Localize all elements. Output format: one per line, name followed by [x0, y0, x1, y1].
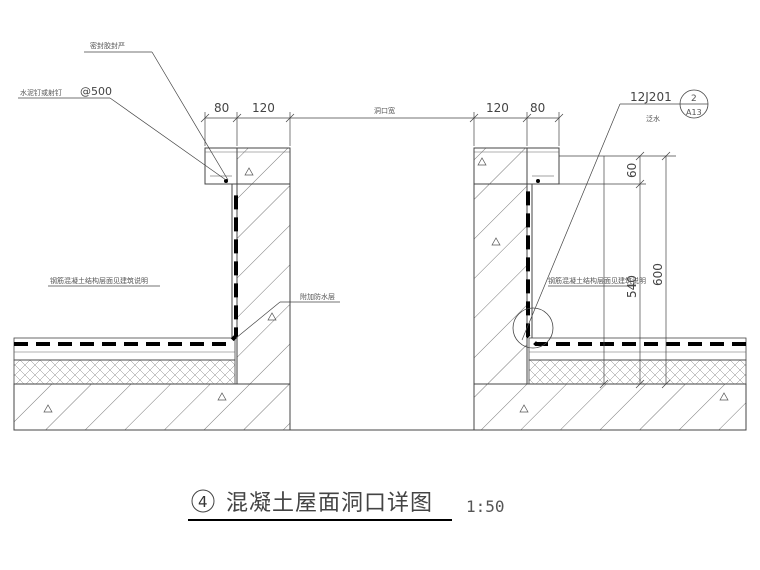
- opening: [289, 148, 475, 431]
- dim-height-540: 540: [625, 275, 639, 298]
- label-left-note: 钢筋混凝土结构层面见建筑说明: [50, 276, 148, 285]
- label-sealant: 密封胶封严: [90, 41, 125, 50]
- reference-symbol: [521, 89, 709, 341]
- leader-lines: [18, 51, 636, 339]
- title-block: 4 混凝土屋面洞口详图 1:50: [188, 489, 505, 521]
- dim-height-60: 60: [625, 163, 639, 178]
- label-extra-waterproof: 附加防水层: [300, 292, 335, 301]
- right-dimension-lines: [559, 151, 676, 389]
- label-right-note: 钢筋混凝土结构层面见建筑说明: [548, 276, 646, 285]
- drawing-title: 混凝土屋面洞口详图: [226, 491, 433, 516]
- dim-right-80: 80: [530, 101, 545, 115]
- title-number: 4: [198, 493, 208, 511]
- dim-left-120: 120: [252, 101, 275, 115]
- ref-code: 12J201: [630, 90, 672, 104]
- dim-left-80: 80: [214, 101, 229, 115]
- label-nail: 水泥钉或射钉: [20, 88, 62, 97]
- dim-height-600: 600: [651, 263, 665, 286]
- label-nail-spacing: @500: [80, 85, 112, 98]
- dim-opening-width: 洞口宽: [374, 106, 395, 115]
- ref-desc: 泛水: [646, 114, 660, 123]
- drawing-scale: 1:50: [466, 497, 505, 516]
- dim-right-120: 120: [486, 101, 509, 115]
- left-roof-section: [13, 147, 291, 431]
- ref-sheet: A13: [686, 108, 702, 117]
- top-dimension-line: [200, 112, 564, 146]
- right-roof-section: [473, 147, 747, 431]
- ref-detail: 2: [691, 94, 697, 104]
